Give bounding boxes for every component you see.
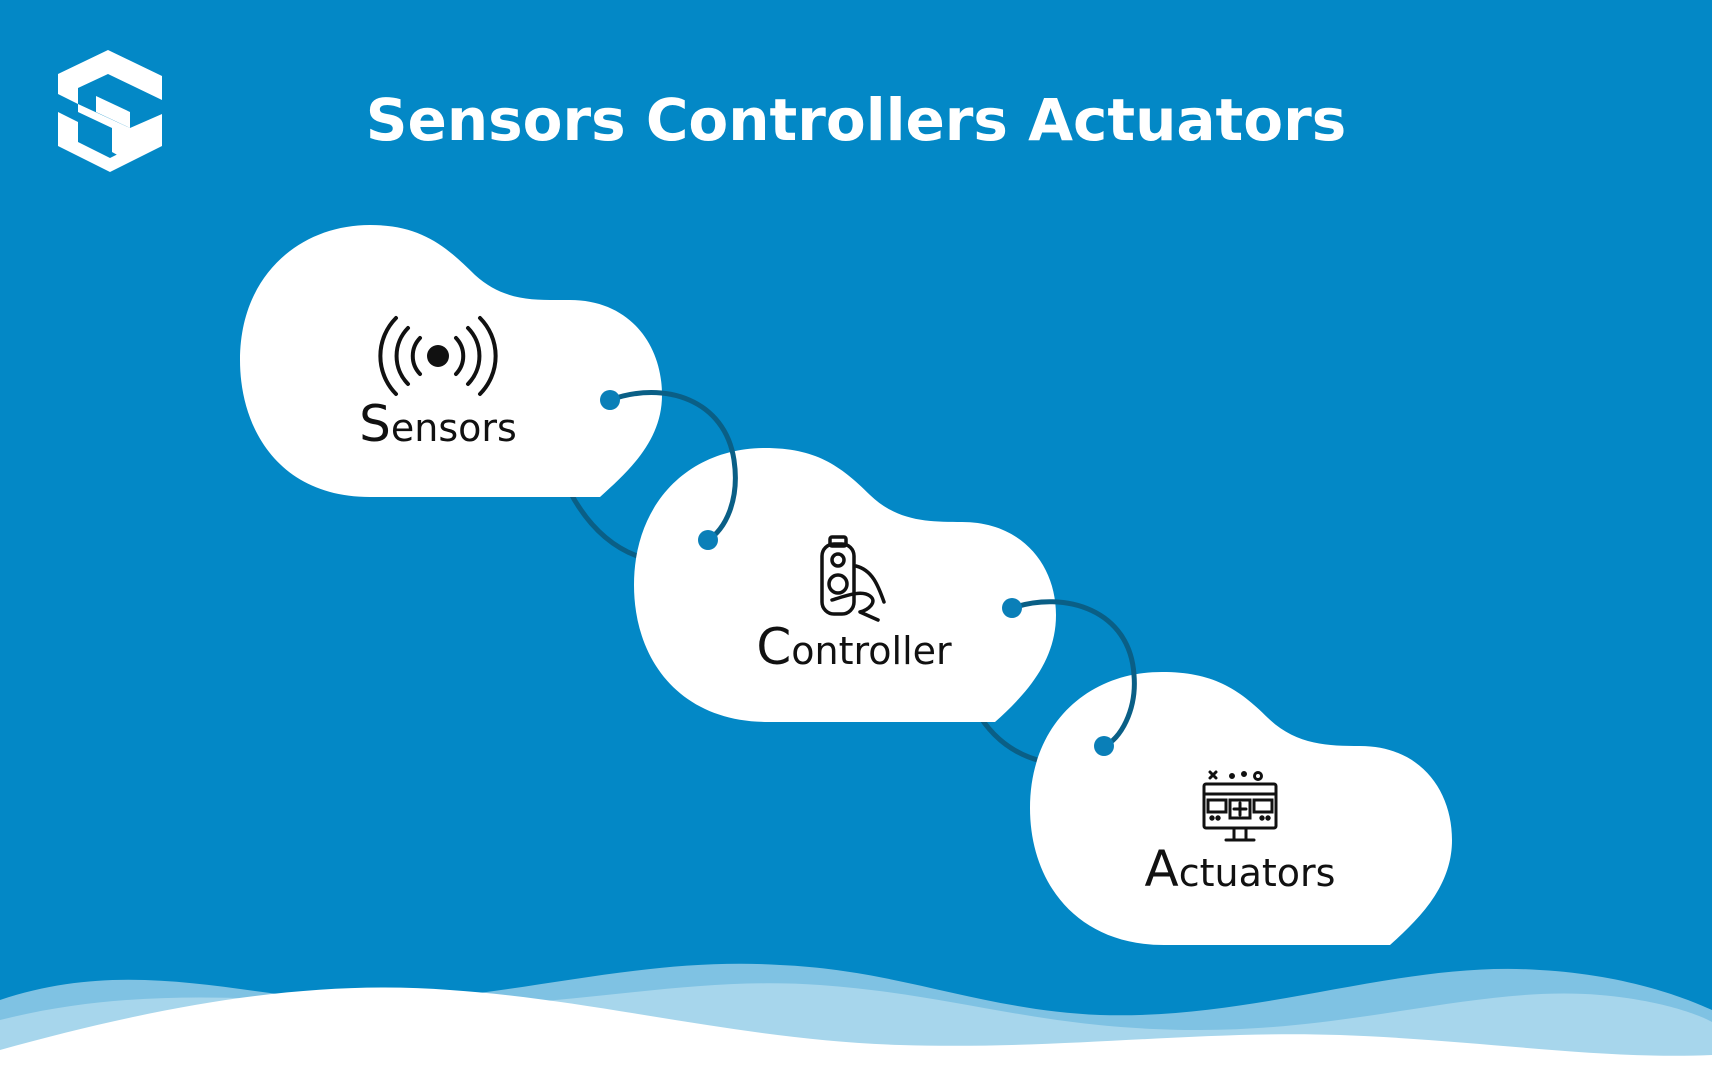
connector-dot [698, 530, 718, 550]
node-label-controller: Controller [756, 618, 951, 676]
label-rest: ctuators [1178, 851, 1336, 895]
remote-in-hand-icon [820, 535, 886, 622]
label-initial: C [756, 618, 792, 676]
connector-dot [1002, 598, 1022, 618]
label-initial: S [359, 395, 391, 453]
broadcast-signal-icon [378, 316, 498, 396]
page-title: Sensors Controllers Actuators [365, 86, 1347, 154]
s-logo-icon [58, 50, 162, 172]
node-label-sensors: Sensors [359, 395, 517, 453]
connector-front-2 [1002, 598, 1137, 756]
label-rest: ontroller [791, 629, 952, 673]
monitor-panel-icon [1202, 770, 1278, 842]
connector-front-1 [600, 390, 738, 550]
cloud-controller [634, 448, 1056, 722]
connector-dot [1094, 736, 1114, 756]
label-initial: A [1144, 840, 1179, 898]
label-rest: ensors [390, 406, 517, 450]
connector-dot [600, 390, 620, 410]
cloud-sensors [240, 225, 662, 497]
bottom-waves [0, 963, 1712, 1082]
node-label-actuators: Actuators [1145, 840, 1336, 898]
